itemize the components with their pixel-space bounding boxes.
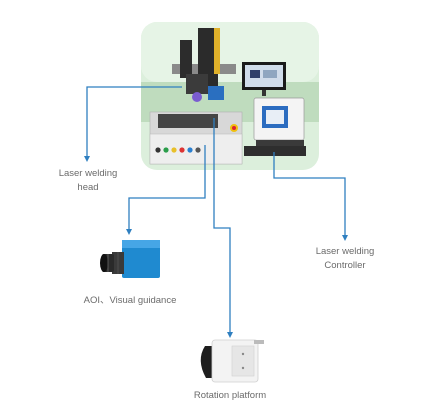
label-laser-welding-controller: Laser welding Controller (300, 245, 390, 273)
label-laser-welding-head-line1: Laser welding (58, 168, 118, 179)
camera-image (100, 240, 160, 278)
machine-photo (141, 22, 319, 170)
connector-arrowheads (84, 156, 348, 338)
connectors (86, 86, 346, 333)
arrowhead-camera (126, 229, 132, 235)
rotation-platform-image (200, 339, 264, 383)
connector-platform (213, 118, 231, 333)
label-laser-welding-head-line2: head (77, 182, 99, 193)
arrowhead-head (84, 156, 90, 162)
label-aoi-visual-guidance: AOI、Visual guidance (83, 295, 177, 306)
connector-head (86, 86, 182, 157)
label-controller-line1: Laser welding (315, 246, 375, 257)
arrowhead-controller (342, 235, 348, 241)
connector-camera (128, 145, 206, 230)
label-laser-welding-head: Laser welding head (48, 167, 128, 195)
label-rotation-platform: Rotation platform (193, 390, 267, 401)
arrowhead-platform (227, 332, 233, 338)
label-controller-line2: Controller (324, 260, 366, 271)
connector-controller (273, 152, 346, 236)
